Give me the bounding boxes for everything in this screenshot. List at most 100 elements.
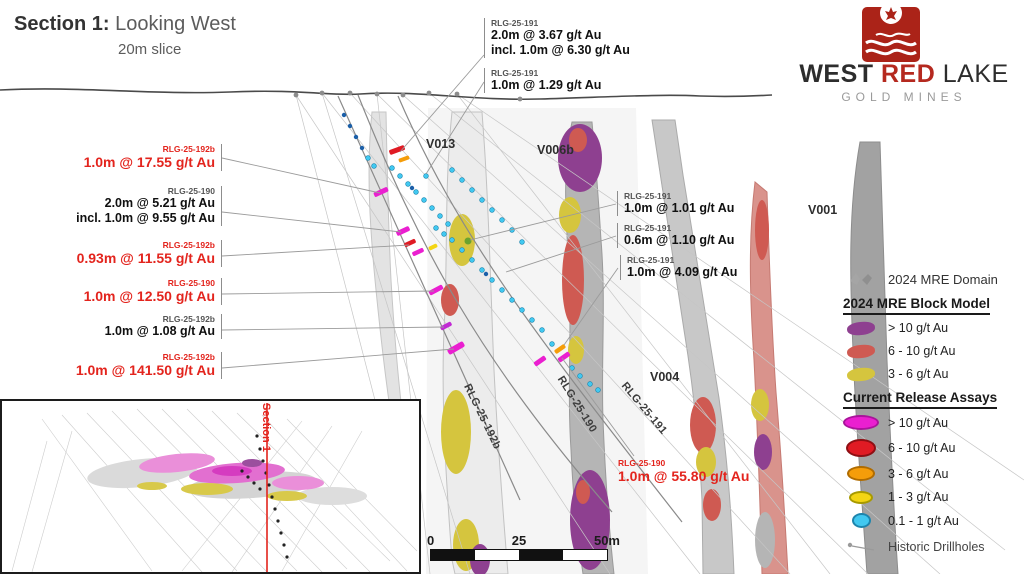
assay-callout: RLG-25-192b 1.0m @ 141.50 g/t Au bbox=[76, 352, 222, 379]
hole-id: RLG-25-191 bbox=[491, 68, 539, 78]
legend-mre-domain: 2024 MRE Domain bbox=[843, 271, 1021, 287]
legend-item-block-6-10: 6 - 10 g/t Au bbox=[843, 343, 1021, 359]
assay-value: 1.0m @ 12.50 g/t Au bbox=[83, 288, 215, 305]
legend-item-block-gt10: > 10 g/t Au bbox=[843, 320, 1021, 336]
scale-tick-50: 50m bbox=[593, 533, 620, 548]
scale-tick-0: 0 bbox=[427, 533, 435, 548]
surface-topography-line bbox=[0, 88, 773, 101]
assay-callout: RLG-25-190 2.0m @ 5.21 g/t Au incl. 1.0m… bbox=[76, 186, 222, 226]
hole-id: RLG-25-190 bbox=[167, 186, 215, 196]
scale-tick-25: 25 bbox=[511, 533, 527, 548]
assay-value: 1.0m @ 17.55 g/t Au bbox=[83, 154, 215, 171]
legend-label: Historic Drillholes bbox=[888, 540, 985, 554]
block-red bbox=[576, 480, 590, 504]
block-red bbox=[569, 128, 587, 152]
legend-label: 1 - 3 g/t Au bbox=[888, 490, 949, 504]
legend-label: 2024 MRE Domain bbox=[888, 271, 998, 287]
hole-id: RLG-25-190 bbox=[618, 458, 666, 468]
vein-salmon-shape bbox=[749, 181, 789, 574]
hole-id: RLG-25-190 bbox=[167, 278, 215, 288]
legend-item-assay-1-3: 1 - 3 g/t Au bbox=[843, 490, 1021, 504]
mre-domain-blobs-icon bbox=[843, 271, 879, 287]
assay-magenta-disc-icon bbox=[843, 415, 879, 430]
legend-label: 3 - 6 g/t Au bbox=[888, 367, 949, 381]
logo-west: WEST bbox=[799, 60, 881, 88]
maple-leaf-icon bbox=[885, 7, 897, 20]
vein-v004-shape bbox=[651, 119, 735, 574]
trace-rlg-25-191 bbox=[397, 95, 683, 523]
historic-drillhole-icon bbox=[843, 542, 879, 552]
block-yellow bbox=[751, 389, 769, 421]
assay-callout: RLG-25-192b 0.93m @ 11.55 g/t Au bbox=[77, 240, 222, 267]
block-red-swatch-icon bbox=[843, 343, 879, 359]
logo-red: RED bbox=[881, 60, 936, 88]
inset-collar-dots bbox=[240, 434, 289, 559]
block-red bbox=[441, 284, 459, 316]
assay-value: 1.0m @ 1.01 g/t Au bbox=[624, 201, 735, 216]
legend-block-model-title: 2024 MRE Block Model bbox=[843, 296, 1021, 315]
legend-label: 3 - 6 g/t Au bbox=[888, 466, 949, 481]
block-yellow bbox=[441, 390, 471, 474]
assay-red-disc-icon bbox=[843, 439, 879, 457]
hole-id: RLG-25-191 bbox=[624, 223, 672, 233]
assay-callout: RLG-25-192b 1.0m @ 17.55 g/t Au bbox=[84, 144, 222, 171]
assay-value: 1.0m @ 1.29 g/t Au bbox=[491, 78, 602, 93]
assay-value: 1.0m @ 55.80 g/t Au bbox=[618, 468, 750, 485]
assay-callout: RLG-25-192b 1.0m @ 1.08 g/t Au bbox=[105, 314, 222, 339]
assay-callout: RLG-25-191 2.0m @ 3.67 g/t Au incl. 1.0m… bbox=[484, 18, 630, 58]
title-orientation: Looking West bbox=[109, 13, 236, 35]
plan-view-inset-map bbox=[0, 399, 421, 574]
hole-id: RLG-25-191 bbox=[627, 255, 675, 265]
assay-callout: RLG-25-191 1.0m @ 1.01 g/t Au bbox=[617, 191, 734, 216]
assay-callout: RLG-25-191 1.0m @ 1.29 g/t Au bbox=[484, 68, 601, 93]
hole-id: RLG-25-192b bbox=[162, 314, 215, 324]
block-yellow bbox=[449, 214, 475, 266]
inset-map-graphic bbox=[11, 403, 418, 572]
assay-callout: RLG-25-190 1.0m @ 12.50 g/t Au bbox=[84, 278, 222, 305]
company-tagline: GOLD MINES bbox=[841, 90, 967, 104]
assay-value: 2.0m @ 5.21 g/t Au bbox=[104, 196, 215, 211]
legend-item-assay-6-10: 6 - 10 g/t Au bbox=[843, 439, 1021, 457]
assay-value: 0.6m @ 1.10 g/t Au bbox=[624, 233, 735, 248]
trace-rlg-25-192b bbox=[337, 95, 521, 501]
block-yellow bbox=[696, 447, 716, 477]
assay-orange-disc-icon bbox=[843, 466, 879, 481]
assay-value: 1.0m @ 4.09 g/t Au bbox=[627, 265, 738, 280]
legend-label: > 10 g/t Au bbox=[888, 415, 949, 430]
block-yellow bbox=[568, 336, 584, 364]
legend-label: 6 - 10 g/t Au bbox=[888, 344, 956, 358]
vein-label-v006b: V006b bbox=[537, 143, 574, 157]
logo-lake: LAKE bbox=[935, 60, 1009, 88]
legend-historic-drillholes: Historic Drillholes bbox=[843, 540, 1021, 554]
legend-item-assay-gt10: > 10 g/t Au bbox=[843, 415, 1021, 430]
drill-collar-dots bbox=[293, 90, 523, 102]
west-red-lake-logo-icon bbox=[862, 2, 920, 62]
hole-id: RLG-25-191 bbox=[624, 191, 672, 201]
legend-item-assay-3-6: 3 - 6 g/t Au bbox=[843, 466, 1021, 481]
assay-callout: RLG-25-190 1.0m @ 55.80 g/t Au bbox=[618, 458, 749, 485]
legend-label: 6 - 10 g/t Au bbox=[888, 441, 956, 455]
assay-dots-dark-blue bbox=[341, 112, 489, 277]
legend-item-assay-01-1: 0.1 - 1 g/t Au bbox=[843, 513, 1021, 528]
inset-section-label: Section 1 bbox=[260, 403, 272, 452]
hole-id: RLG-25-192b bbox=[162, 240, 215, 250]
historic-drillhole-traces bbox=[295, 92, 1024, 574]
scale-bar: 0 25 50m bbox=[427, 533, 620, 561]
trace-rlg-25-190 bbox=[357, 94, 613, 513]
inset-mre-blobs bbox=[87, 453, 367, 505]
slice-subtitle: 20m slice bbox=[118, 41, 182, 58]
callout-leader-lines bbox=[221, 54, 635, 457]
assay-value: 1.0m @ 1.08 g/t Au bbox=[104, 324, 215, 339]
current-drillhole-traces bbox=[337, 94, 683, 523]
legend-assays-title: Current Release Assays bbox=[843, 390, 1021, 409]
block-red bbox=[562, 235, 584, 325]
block-purple-swatch-icon bbox=[843, 320, 879, 336]
assay-value: 2.0m @ 3.67 g/t Au bbox=[491, 28, 602, 43]
block-red bbox=[703, 489, 721, 521]
assay-interval-ticks bbox=[373, 145, 571, 367]
block-gray bbox=[755, 512, 775, 568]
assay-value: 0.93m @ 11.55 g/t Au bbox=[76, 250, 215, 267]
vein-label-v013: V013 bbox=[426, 137, 456, 151]
block-red bbox=[755, 200, 769, 260]
